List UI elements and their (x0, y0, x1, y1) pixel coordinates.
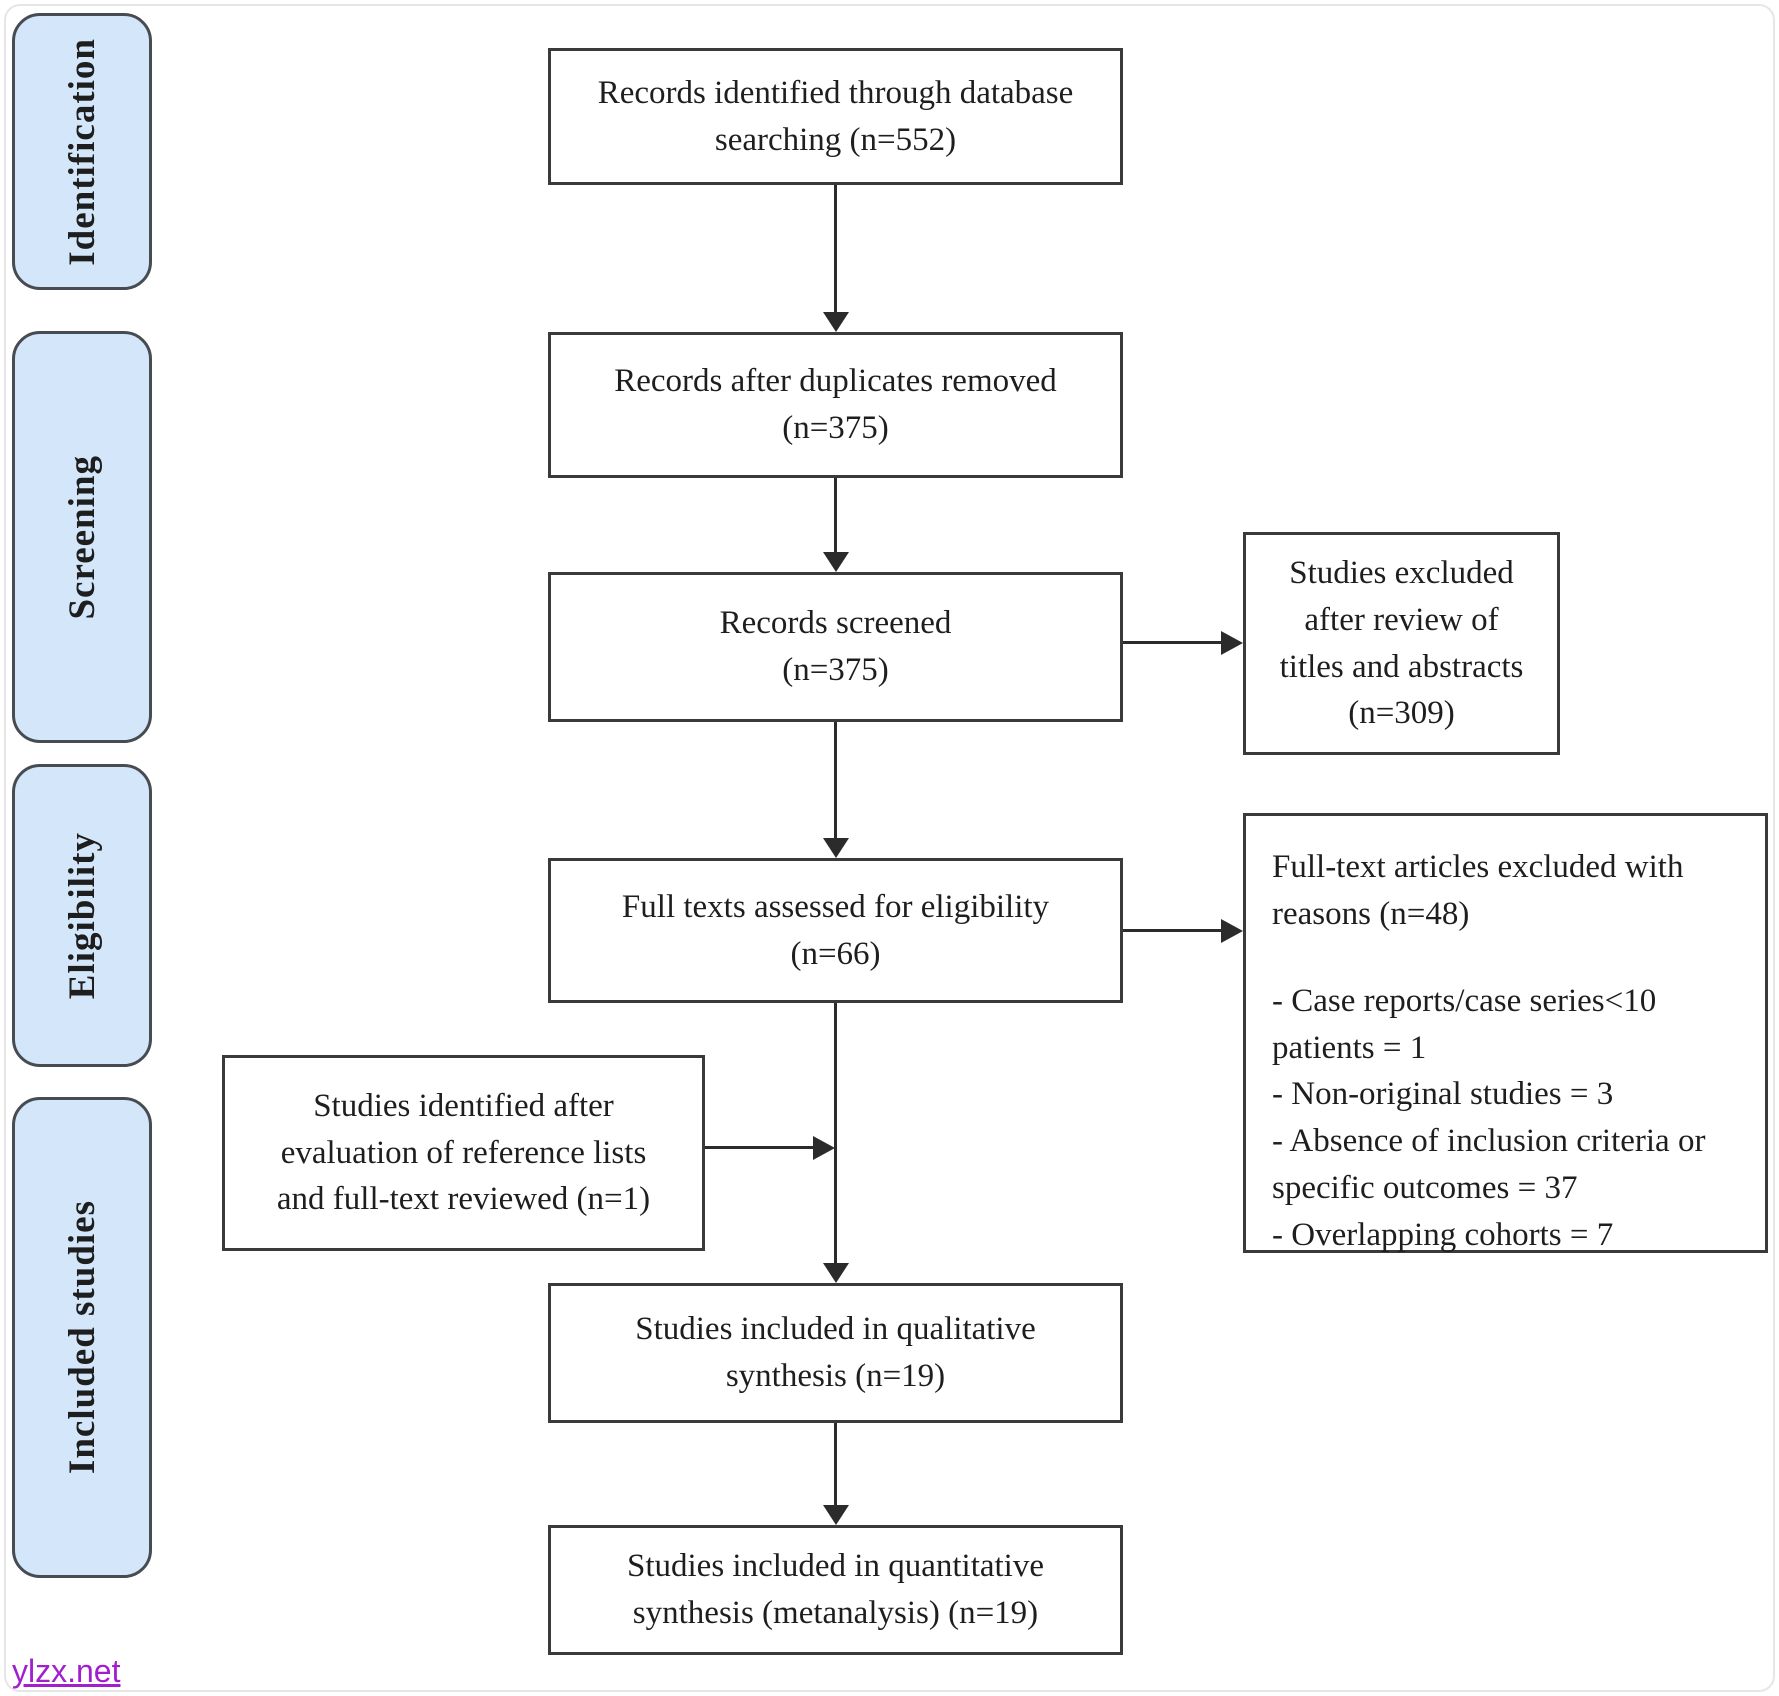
arrow-down-icon (823, 552, 849, 572)
arrow-right-icon (1221, 631, 1243, 655)
flow-box-excluded-fulltext-reasons: Full-text articles excluded with reasons… (1243, 813, 1768, 1253)
flow-box-quantitative-synthesis: Studies included in quantitative synthes… (548, 1525, 1123, 1655)
stage-screening: Screening (12, 331, 152, 743)
text-line: and full-text reviewed (n=1) (276, 1181, 651, 1218)
text-line: (n=375) (782, 410, 889, 446)
flow-box-records-screened: Records screened (n=375) (548, 572, 1123, 722)
stage-identification: Identification (12, 13, 152, 290)
stage-included-studies-label: Included studies (61, 1200, 103, 1475)
flow-box-qualitative-synthesis: Studies included in qualitative synthesi… (548, 1283, 1123, 1423)
text-line: evaluation of reference lists (280, 1134, 647, 1171)
text-line: Full texts assessed for eligibility (621, 888, 1050, 925)
text-line: Studies included in qualitative (635, 1311, 1036, 1348)
stage-included-studies: Included studies (12, 1097, 152, 1578)
excluded-reason-item: - Non-original studies = 3 (1272, 1076, 1614, 1113)
text-line: Studies excluded (1289, 554, 1514, 591)
connector-screened-to-fulltext (834, 722, 837, 839)
text-line: after review of (1304, 601, 1499, 638)
flow-box-reference-lists: Studies identified after evaluation of r… (222, 1055, 705, 1251)
watermark-link[interactable]: ylzx.net (12, 1653, 121, 1689)
text-line: Studies included in quantitative (626, 1548, 1044, 1585)
text-line: synthesis (n=19) (725, 1358, 946, 1394)
text-line: Studies identified after (313, 1087, 614, 1124)
arrow-right-icon (813, 1136, 835, 1160)
excluded-reason-item: - Absence of inclusion criteria or speci… (1272, 1123, 1706, 1207)
connector-deduplicated-to-screened (834, 478, 837, 553)
text-line: (n=66) (790, 935, 881, 972)
connector-reference-lists-to-main-flow (705, 1146, 815, 1149)
flow-box-excluded-titles-abstracts: Studies excluded after review of titles … (1243, 532, 1560, 755)
arrow-down-icon (823, 838, 849, 858)
stage-identification-label: Identification (61, 37, 103, 266)
flow-box-records-identified: Records identified through database sear… (548, 48, 1123, 185)
connector-fulltext-to-qualitative (834, 1003, 837, 1264)
connector-identified-to-deduplicated (834, 185, 837, 313)
arrow-down-icon (823, 312, 849, 332)
text-line: Records screened (719, 605, 952, 642)
connector-qualitative-to-quantitative (834, 1423, 837, 1506)
text-line: (n=375) (782, 652, 889, 688)
text-line: searching (n=552) (714, 121, 957, 158)
excluded-reason-item: - Overlapping cohorts = 7 (1272, 1217, 1614, 1254)
connector-fulltext-to-excluded-reasons (1123, 929, 1223, 932)
text-line: synthesis (metanalysis) (n=19) (632, 1595, 1039, 1631)
flow-box-duplicates-removed: Records after duplicates removed (n=375) (548, 332, 1123, 478)
text-line: Records identified through database (597, 74, 1074, 111)
excluded-reasons-header: Full-text articles excluded with reasons… (1272, 849, 1684, 932)
arrow-right-icon (1221, 919, 1243, 943)
stage-eligibility-label: Eligibility (61, 831, 103, 1000)
arrow-down-icon (823, 1263, 849, 1283)
connector-screened-to-excluded (1123, 641, 1223, 644)
excluded-reason-item: - Case reports/case series<10 patients =… (1272, 982, 1657, 1066)
flow-box-fulltext-assessed: Full texts assessed for eligibility (n=6… (548, 858, 1123, 1003)
text-line: titles and abstracts (1279, 648, 1524, 685)
text-line: (n=309) (1348, 695, 1455, 732)
stage-eligibility: Eligibility (12, 764, 152, 1067)
stage-screening-label: Screening (61, 454, 103, 620)
arrow-down-icon (823, 1505, 849, 1525)
text-line: Records after duplicates removed (614, 363, 1057, 400)
